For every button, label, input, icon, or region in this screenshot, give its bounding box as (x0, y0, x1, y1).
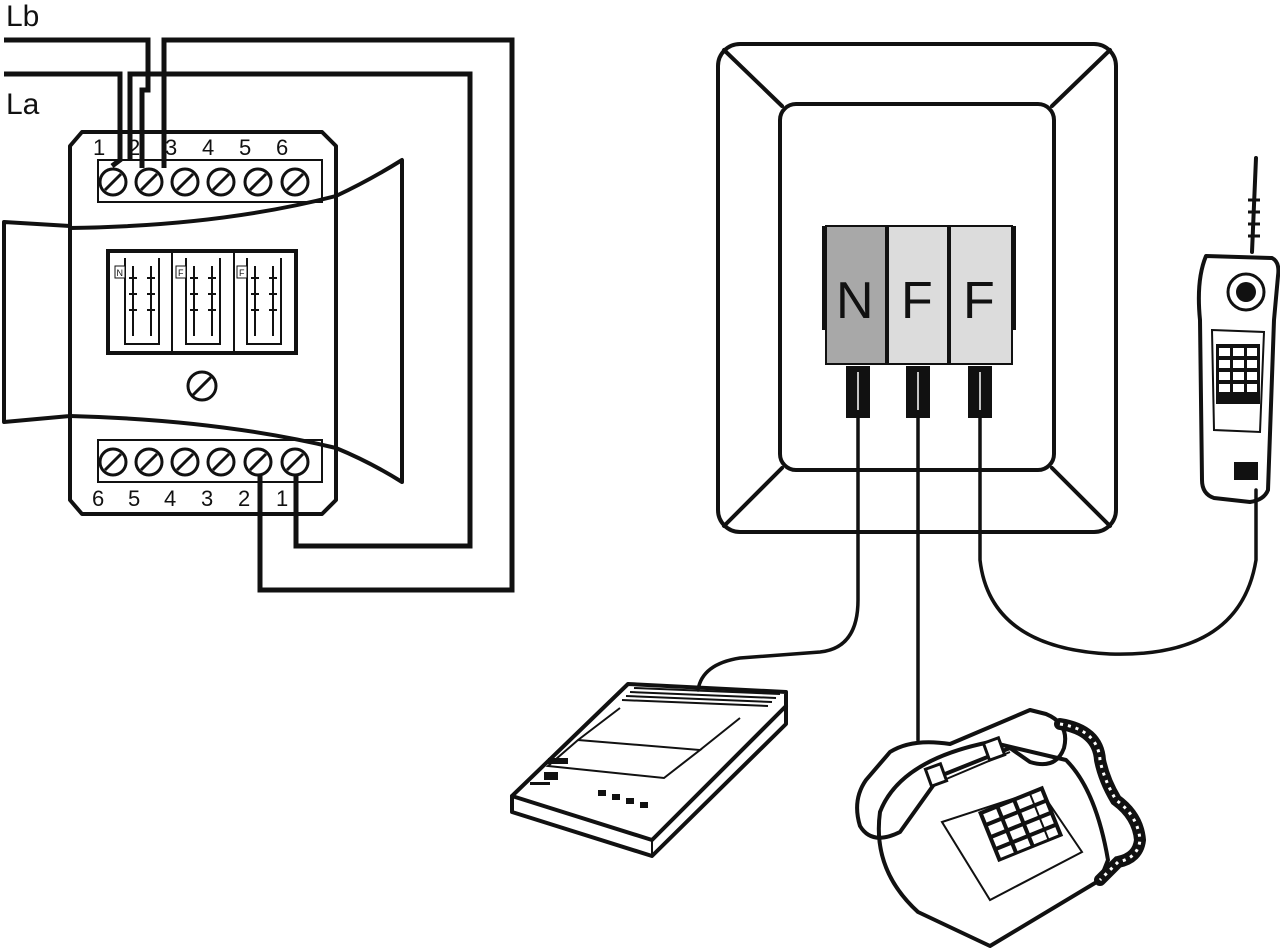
button-row (530, 758, 648, 808)
screw (206, 447, 236, 477)
incoming-wires (4, 37, 515, 593)
handset (855, 708, 1068, 840)
terminal-block: 1 2 3 4 5 6 6 5 4 3 2 1 N (2, 130, 404, 516)
mouthpiece-icon (1234, 462, 1258, 480)
terminal-number: 4 (202, 135, 214, 160)
bottom-screw-strip (97, 439, 323, 483)
lower-band (68, 414, 338, 450)
socket-slot: N (114, 258, 160, 345)
socket-slot: F (236, 258, 282, 345)
terminal-number: 4 (164, 486, 176, 511)
phone-base (876, 740, 1110, 948)
answering-machine (510, 682, 788, 858)
upper-band (68, 194, 338, 230)
terminal-number: 6 (92, 486, 104, 511)
left-flange (2, 220, 72, 424)
port-label: F (901, 272, 933, 330)
keypad-icon (978, 785, 1064, 863)
screw (280, 167, 310, 197)
label-lb: Lb (6, 0, 39, 33)
coiled-cord (1054, 718, 1147, 886)
center-screw (186, 370, 218, 402)
port-label: F (963, 272, 995, 330)
terminal-number: 3 (201, 486, 213, 511)
outlet-plugs (846, 366, 992, 418)
terminal-number: 6 (276, 135, 288, 160)
terminal-number: 3 (165, 135, 177, 160)
socket-letter: F (178, 268, 184, 278)
terminal-number: 2 (238, 486, 250, 511)
terminal-number: 1 (276, 486, 288, 511)
socket-letter: F (239, 268, 245, 278)
outlet-ports: N F F (822, 225, 1016, 365)
terminal-number: 5 (128, 486, 140, 511)
screw (98, 167, 128, 197)
antenna (1250, 156, 1258, 254)
block-body (68, 130, 338, 516)
desk-phone (855, 708, 1147, 948)
screw (206, 167, 236, 197)
device-cables (696, 416, 1258, 742)
antenna-rings (1248, 198, 1260, 238)
screw (98, 447, 128, 477)
screw (134, 447, 164, 477)
top-terminal-numbers: 1 2 3 4 5 6 (93, 135, 288, 160)
screw (134, 167, 164, 197)
port-f2 (949, 225, 1013, 365)
socket-slot: F (175, 258, 221, 345)
screw (170, 447, 200, 477)
label-la: La (6, 88, 40, 121)
bottom-terminal-numbers: 6 5 4 3 2 1 (92, 486, 288, 511)
bottom-screws (98, 447, 310, 477)
top-screws (98, 167, 310, 197)
port-label: N (836, 272, 874, 330)
handset-body (1196, 254, 1280, 504)
top-screw-strip (97, 159, 323, 203)
screw (170, 167, 200, 197)
screw (243, 167, 273, 197)
right-flange (334, 158, 404, 484)
screw (243, 447, 273, 477)
port-n (825, 225, 887, 365)
mobile-handset (1196, 156, 1280, 504)
wall-outlet: N F F (716, 42, 1118, 534)
socket-module: N F F (106, 249, 298, 355)
terminal-number: 2 (128, 135, 140, 160)
vent-lines (621, 687, 781, 707)
screw (280, 447, 310, 477)
terminal-number: 1 (93, 135, 105, 160)
socket-letter: N (117, 268, 124, 278)
port-f1 (887, 225, 949, 365)
terminal-number: 5 (239, 135, 251, 160)
